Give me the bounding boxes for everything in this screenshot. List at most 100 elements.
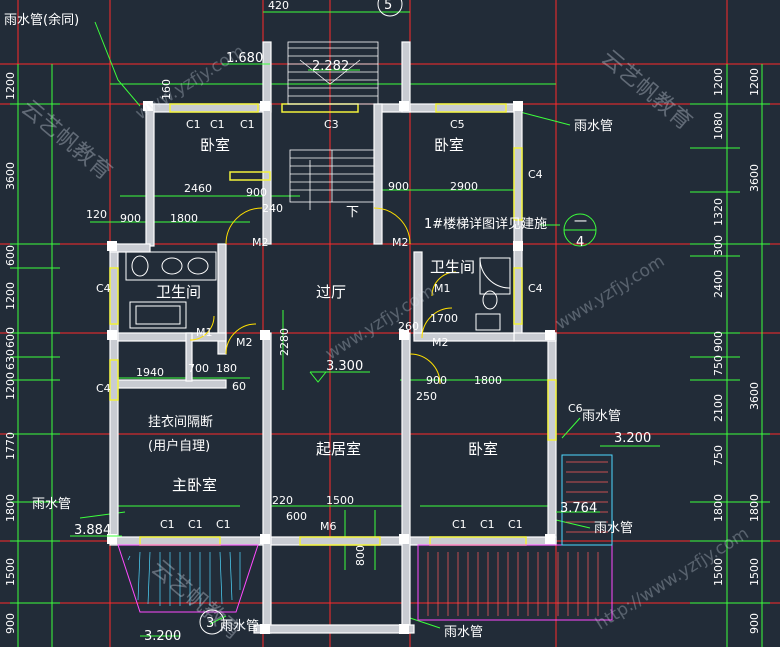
door-tag: M2 — [392, 236, 409, 249]
dim-interior: 120 — [86, 208, 107, 221]
window-tag: C1 — [160, 518, 175, 531]
room-bedroom-top-right: 卧室 — [434, 136, 464, 154]
window-tag: C5 — [450, 118, 465, 131]
bathroom-fixtures — [125, 251, 511, 331]
dim-interior: 240 — [262, 202, 283, 215]
room-bathroom-left: 卫生间 — [156, 283, 201, 301]
elevation-right-balcony-2: 3.764 — [560, 501, 597, 516]
room-bedroom-top-left: 卧室 — [200, 136, 230, 154]
dim-interior: 60 — [232, 380, 246, 393]
window-tag: C4 — [528, 282, 543, 295]
room-bathroom-right: 卫生间 — [430, 258, 475, 276]
dim-right-inner: 1200 — [712, 68, 725, 96]
window-tag: C1 — [240, 118, 255, 131]
window-tag: C4 — [528, 168, 543, 181]
stair-note: 1#楼梯详图详见建施 — [424, 217, 547, 232]
dim-interior: 600 — [286, 510, 307, 523]
dim-right-inner: 750 — [712, 445, 725, 466]
window-tag: C1 — [480, 518, 495, 531]
closet-note-line1: 挂衣间隔断 — [148, 414, 213, 430]
dim-interior: 900 — [426, 374, 447, 387]
window-tag: C1 — [186, 118, 201, 131]
dim-interior: 250 — [416, 390, 437, 403]
dim-interior: 1800 — [170, 212, 198, 225]
dim-right-inner: 1320 — [712, 198, 725, 226]
door-arcs — [189, 207, 457, 385]
stair-down-label: 下 — [346, 205, 359, 220]
dim-right-inner: 1080 — [712, 112, 725, 140]
dim-left: 1200 — [4, 72, 17, 100]
dim-left: 1200 — [4, 372, 17, 400]
dim-right-inner: 750 — [712, 355, 725, 376]
dim-interior: 1700 — [430, 312, 458, 325]
dim-right-outer: 900 — [748, 613, 761, 634]
dim-interior: 1940 — [136, 366, 164, 379]
dim-left: 630 — [4, 349, 17, 370]
window-tag: C1 — [452, 518, 467, 531]
stair-ref-bottom: 4 — [576, 235, 584, 250]
balconies — [117, 454, 613, 621]
elevation-left-balcony: 3.884 — [74, 523, 111, 538]
dim-interior: 220 — [272, 494, 293, 507]
window-tag: C1 — [210, 118, 225, 131]
elevation-top-left: 1.680 — [226, 51, 263, 66]
axis-bubble-3-label: 3 — [206, 616, 214, 631]
watermark-url: http://www.yzfjy.com — [592, 524, 752, 635]
dim-left: 600 — [4, 327, 17, 348]
rain-pipe-note-left: 雨水管 — [32, 497, 71, 512]
dim-interior: 900 — [388, 180, 409, 193]
watermark-text: 云艺帆教育 — [16, 95, 116, 185]
dim-interior: 160 — [160, 79, 173, 100]
dim-interior: 260 — [398, 320, 419, 333]
dim-left: 1800 — [4, 494, 17, 522]
door-tag: M1 — [196, 326, 213, 339]
dim-left: 1770 — [4, 432, 17, 460]
dim-right-inner: 2400 — [712, 270, 725, 298]
watermark-url: www.yzfjy.com — [552, 251, 668, 334]
dim-interior: 2460 — [184, 182, 212, 195]
elevation-right-balcony: 3.200 — [614, 431, 651, 446]
elevation-stair: 2.282 — [312, 59, 349, 74]
stair-ref-top: 一 — [574, 215, 587, 230]
door-tag: M2 — [432, 336, 449, 349]
rain-pipe-note-right: 雨水管 — [574, 119, 613, 134]
dim-left: 1200 — [4, 282, 17, 310]
window-tag: C1 — [216, 518, 231, 531]
window-tag: C3 — [324, 118, 339, 131]
dim-interior: 180 — [216, 362, 237, 375]
dim-interior: 2280 — [278, 328, 291, 356]
dim-interior: 700 — [188, 362, 209, 375]
dim-right-inner: 900 — [712, 331, 725, 352]
door-tag: M2 — [236, 336, 253, 349]
dim-right-outer: 3600 — [748, 382, 761, 410]
elevation-bottom-left: 3.200 — [144, 629, 181, 644]
room-bedroom-bottom-right: 卧室 — [468, 440, 498, 458]
window-tag: C4 — [96, 282, 111, 295]
rain-pipe-note-bottom-left: 雨水管 — [220, 619, 259, 634]
dim-interior: 1500 — [326, 494, 354, 507]
axis-bubble-5-label: 5 — [384, 0, 392, 13]
dim-interior: 800 — [354, 545, 367, 566]
window-tag: C4 — [96, 382, 111, 395]
door-tag: M1 — [434, 282, 451, 295]
dim-left: 600 — [4, 245, 17, 266]
dim-right-inner: 2100 — [712, 394, 725, 422]
dimension-lines — [10, 11, 770, 647]
dim-right-inner: 1500 — [712, 558, 725, 586]
dim-interior: 420 — [268, 0, 289, 12]
dim-right-outer: 1500 — [748, 558, 761, 586]
dim-interior: 900 — [120, 212, 141, 225]
closet-note-line2: (用户自理) — [148, 438, 210, 454]
rain-pipe-note-right2: 雨水管 — [582, 409, 621, 424]
dim-interior: 2900 — [450, 180, 478, 193]
room-hall: 过厅 — [316, 283, 346, 301]
door-tag: M2 — [252, 236, 269, 249]
rain-pipe-note-top: 雨水管(余同) — [4, 12, 79, 28]
dim-right-outer: 3600 — [748, 164, 761, 192]
windows — [109, 103, 557, 546]
room-living: 起居室 — [316, 440, 361, 458]
elevation-living: 3.300 — [326, 359, 363, 374]
elevation-triangles — [70, 63, 660, 637]
columns — [107, 101, 555, 634]
